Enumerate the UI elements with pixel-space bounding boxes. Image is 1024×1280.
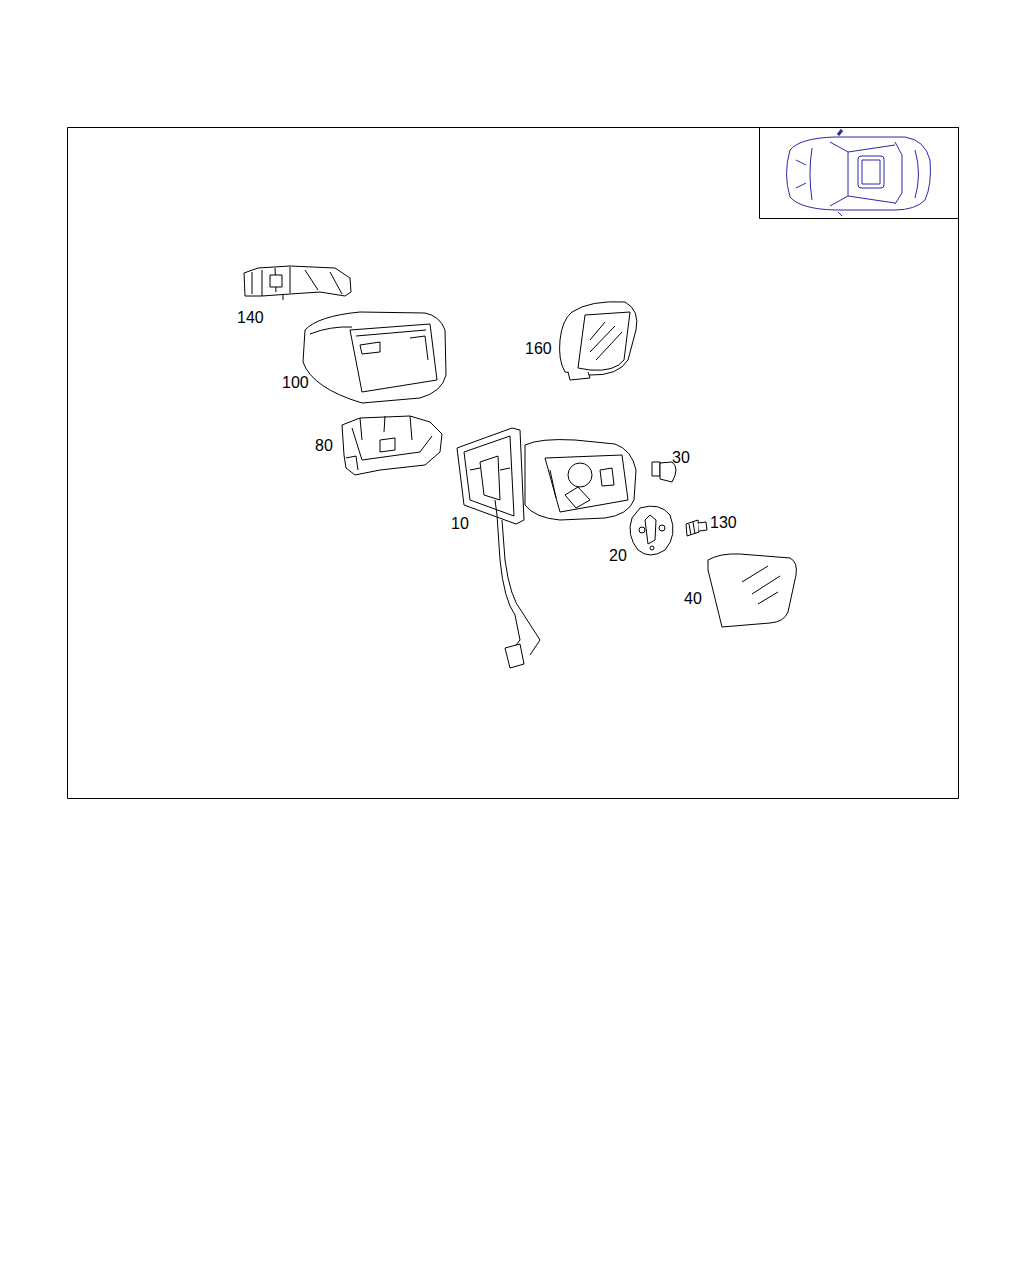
- mirror-body-part: [457, 428, 636, 668]
- adjuster-disc-part: [659, 525, 665, 531]
- mirror-body-part: [568, 463, 592, 487]
- callout-number: 30: [672, 449, 690, 467]
- adjuster-disc-part: [645, 515, 656, 544]
- mirror-body-part: [525, 440, 636, 520]
- mirror-glass-part: [742, 566, 780, 604]
- vehicle-locator: [787, 130, 931, 216]
- adjuster-disc-part: [630, 506, 673, 555]
- vehicle-locator: [810, 148, 812, 200]
- mirror-body-part: [502, 520, 540, 655]
- vehicle-locator: [895, 142, 902, 204]
- vehicle-locator: [838, 212, 842, 216]
- vehicle-locator: [830, 142, 848, 206]
- mirror-body-part: [464, 436, 514, 516]
- callout-number: 140: [237, 309, 264, 327]
- vehicle-locator: [862, 160, 880, 184]
- vehicle-locator: [838, 130, 842, 135]
- vehicle-locator: [915, 150, 919, 198]
- turn-signal-part: [244, 266, 351, 300]
- lower-cover-part: [342, 416, 442, 475]
- screw-part: [686, 520, 707, 536]
- lower-cover-part: [360, 416, 412, 452]
- vehicle-locator: [796, 160, 806, 188]
- vehicle-locator: [787, 137, 931, 210]
- turn-signal-part: [283, 294, 284, 300]
- vehicle-locator: [848, 145, 895, 203]
- callout-number: 100: [282, 374, 309, 392]
- callout-number: 20: [609, 547, 627, 565]
- turn-signal-part: [270, 275, 282, 287]
- callout-number: 160: [525, 340, 552, 358]
- adjuster-disc-part: [630, 506, 673, 555]
- mirror-body-part: [545, 455, 628, 512]
- adjuster-disc-part: [639, 527, 645, 533]
- mirror-body-part: [550, 468, 614, 508]
- mirror-glass-part: [708, 554, 796, 627]
- lower-cover-part: [346, 456, 358, 470]
- vehicle-locator: [858, 156, 884, 188]
- mirror-glass-assembly-part: [590, 322, 622, 360]
- mirror-glass-assembly-part: [568, 372, 590, 380]
- adjuster-disc-part: [650, 546, 654, 550]
- bulb-part: [652, 462, 660, 476]
- screw-part: [698, 522, 707, 531]
- frame: [760, 128, 959, 219]
- frame: [68, 128, 959, 799]
- frame: [68, 128, 959, 799]
- screw-part: [686, 520, 699, 536]
- mirror-glass-assembly-part: [560, 302, 637, 375]
- mirror-body-part: [470, 456, 510, 500]
- turn-signal-part: [252, 267, 342, 296]
- mirror-glass-assembly-part: [578, 312, 630, 370]
- mirror-cover-part: [356, 330, 428, 360]
- mirror-body-part: [505, 644, 524, 668]
- lower-cover-part: [342, 416, 442, 475]
- mirror-glass-part: [708, 554, 796, 627]
- mirror-cover-part: [303, 312, 446, 403]
- turn-signal-part: [244, 266, 351, 296]
- mirror-glass-assembly-part: [560, 302, 637, 380]
- screw-part: [689, 522, 695, 535]
- callout-number: 80: [315, 437, 333, 455]
- callout-number: 40: [684, 590, 702, 608]
- mirror-body-part: [457, 428, 524, 524]
- mirror-cover-part: [303, 312, 446, 403]
- mirror-cover-part: [310, 327, 352, 334]
- mirror-cover-part: [350, 324, 437, 392]
- callout-number: 130: [710, 514, 737, 532]
- callout-number: 10: [451, 515, 469, 533]
